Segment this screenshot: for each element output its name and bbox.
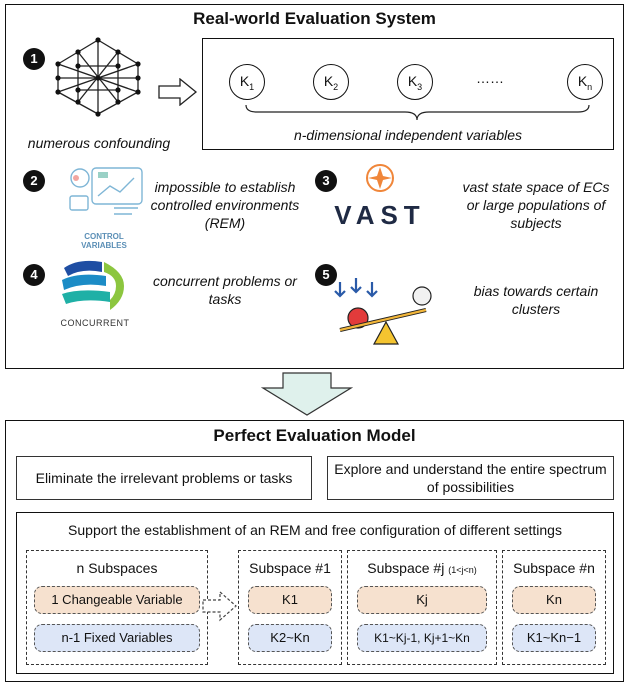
subspace-1-changeable: K1: [248, 586, 332, 614]
vast-wordmark: VAST: [334, 200, 426, 230]
dashed-arrow-right-icon: [202, 590, 237, 622]
concurrent-label: CONCURRENT: [60, 318, 130, 328]
item-3-text: vast state space of ECs or large populat…: [462, 179, 610, 231]
brace: [245, 104, 590, 121]
perfect-model-section: [5, 420, 624, 682]
k-caption: n-dimensional independent variables: [293, 127, 523, 143]
n-subspaces-title: n Subspaces: [76, 560, 158, 576]
big-down-arrow-icon: [261, 372, 353, 416]
support-text: Support the establishment of an REM and …: [68, 522, 562, 538]
k-node-1: K1: [229, 64, 265, 100]
real-world-title: Real-world Evaluation System: [193, 9, 436, 28]
support-box: [16, 512, 614, 674]
network-graph-icon: [55, 37, 141, 117]
k-dots: ……: [476, 70, 504, 86]
k-node-n: Kn: [567, 64, 603, 100]
fixed-variables-pill: n-1 Fixed Variables: [34, 624, 200, 652]
item-4-text: concurrent problems or tasks: [153, 273, 297, 307]
k-node-3: K3: [397, 64, 433, 100]
subspace-j-box: [347, 550, 497, 665]
item-2-text: impossible to establish controlled envir…: [150, 179, 300, 231]
badge-1: 1: [23, 48, 45, 70]
subspace-n-box: [502, 550, 606, 665]
vast-logo-icon: [366, 164, 394, 192]
subspace-j-title-sub: (1<j<n): [448, 565, 477, 575]
subspace-j-title: Subspace #j (1<j<n): [347, 560, 497, 576]
badge-4: 4: [23, 264, 45, 286]
item-1-text: numerous confounding: [27, 135, 171, 151]
subspace-1-title: Subspace #1: [249, 560, 331, 576]
real-world-section: [5, 4, 624, 369]
subspace-n-changeable: Kn: [512, 586, 596, 614]
badge-3: 3: [315, 170, 337, 192]
subspace-j-changeable: Kj: [357, 586, 487, 614]
subspace-1-box: [238, 550, 342, 665]
control-variables-icon: [69, 167, 143, 215]
badge-2: 2: [23, 170, 45, 192]
subspace-1-fixed: K2~Kn: [248, 624, 332, 652]
k-variables-box: [202, 38, 614, 150]
subspace-j-fixed: K1~Kj-1, Kj+1~Kn: [357, 624, 487, 652]
changeable-variable-pill: 1 Changeable Variable: [34, 586, 200, 614]
item-5-text: bias towards certain clusters: [473, 283, 599, 317]
control-variables-label: CONTROL VARIABLES: [81, 232, 127, 250]
hollow-arrow-right-icon: [158, 78, 198, 106]
perfect-model-title: Perfect Evaluation Model: [213, 426, 416, 445]
concurrent-logo-icon: [62, 260, 124, 310]
k-node-2: K2: [313, 64, 349, 100]
explore-box: Explore and understand the entire spectr…: [327, 456, 614, 500]
subspace-n-title: Subspace #n: [513, 560, 595, 576]
badge-5: 5: [315, 264, 337, 286]
eliminate-box: Eliminate the irrelevant problems or tas…: [16, 456, 312, 500]
subspace-j-title-text: Subspace #j: [367, 560, 445, 576]
bias-seesaw-icon: [334, 278, 432, 345]
subspace-n-fixed: K1~Kn−1: [512, 624, 596, 652]
